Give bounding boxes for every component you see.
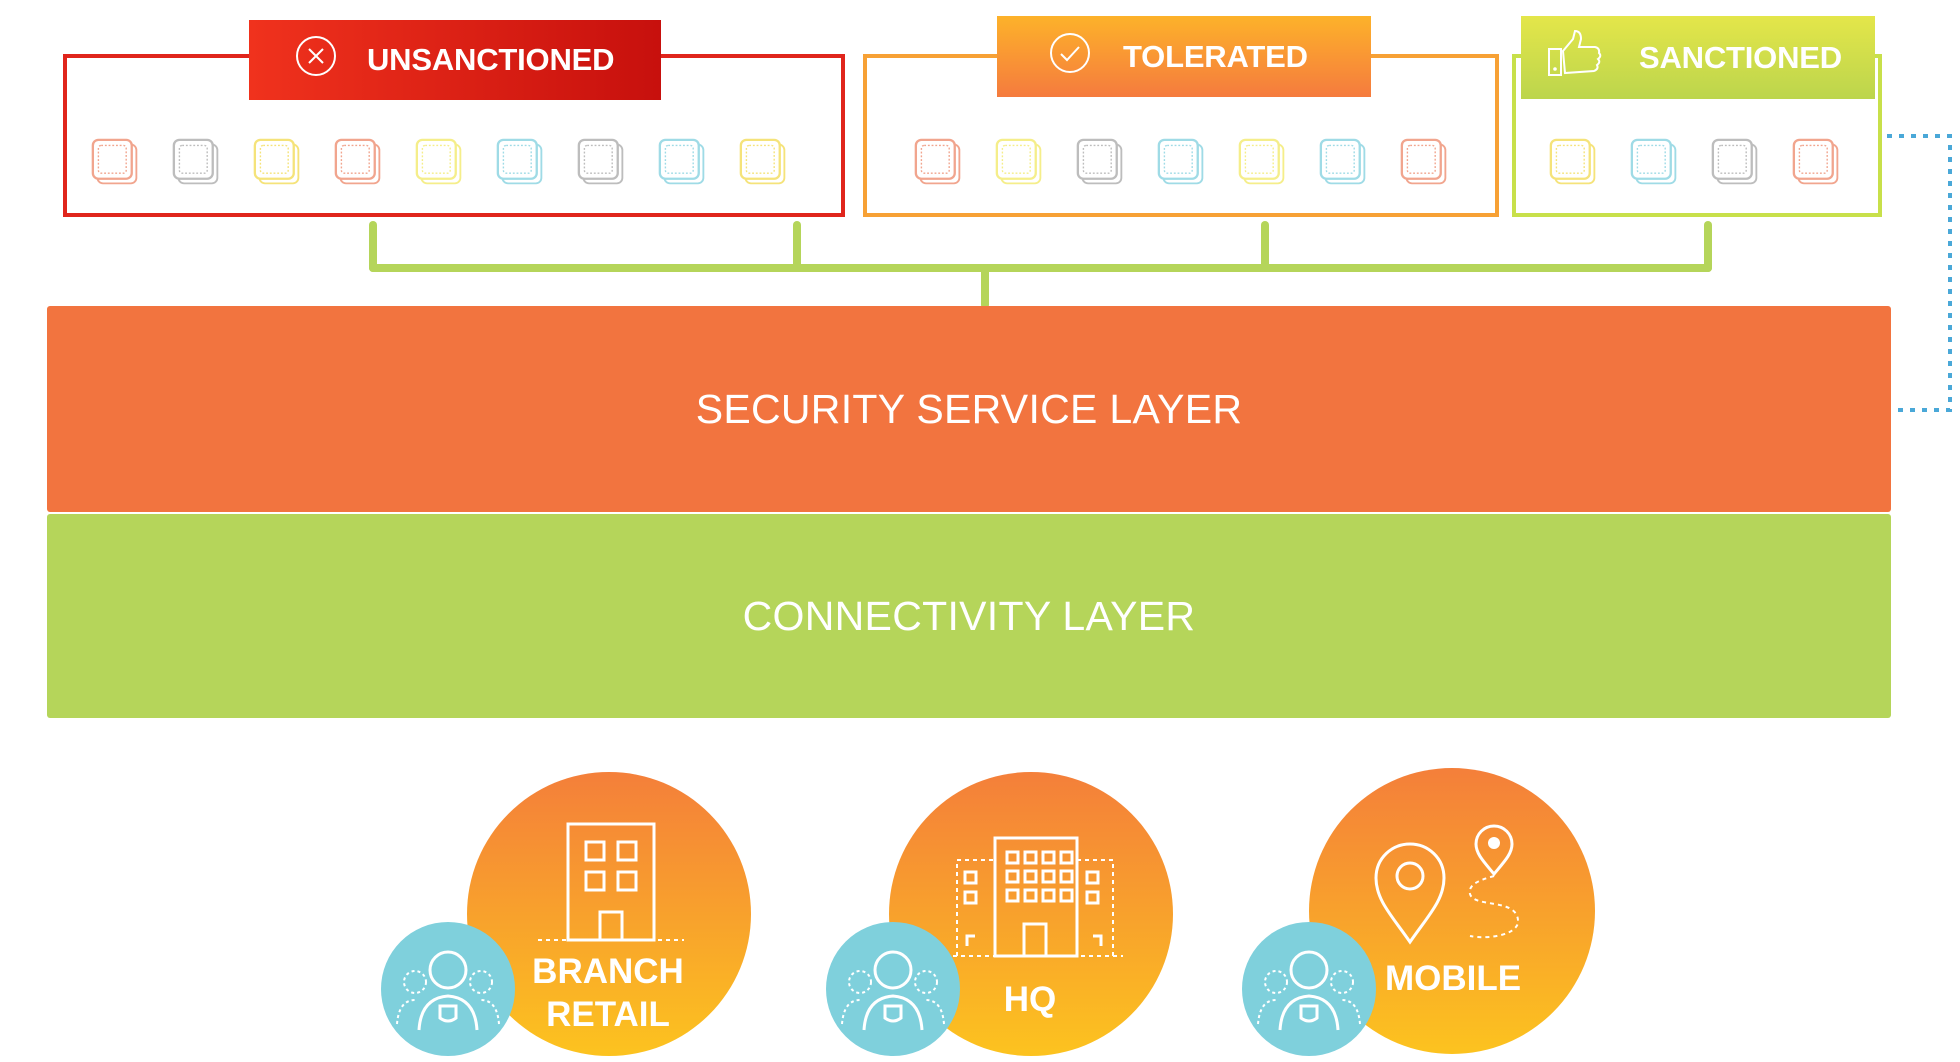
app-icon: [91, 138, 138, 185]
app-icon: [1238, 138, 1285, 185]
user-group-icon: [1257, 950, 1361, 1031]
mobile-label-line-1: MOBILE: [1384, 959, 1522, 998]
unsanctioned-tab: UNSANCTIONED: [249, 20, 661, 100]
app-icon: [253, 138, 300, 185]
app-icon: [577, 138, 624, 185]
security-layer-label: SECURITY SERVICE LAYER: [695, 385, 1243, 432]
dotted-connector: [1887, 134, 1952, 412]
tolerated-label: TOLERATED: [1123, 38, 1308, 74]
map-pin-route-icon: [1374, 824, 1520, 945]
app-icon: [415, 138, 462, 185]
sanctioned-label: SANCTIONED: [1639, 39, 1842, 75]
sanctioned-tab: SANCTIONED: [1521, 16, 1875, 99]
app-icon: [1076, 138, 1123, 185]
branch-label-line-1: BRANCH: [532, 952, 684, 991]
hq-label: HQ: [980, 978, 1080, 1021]
app-icon: [1711, 138, 1758, 185]
app-icon: [1400, 138, 1447, 185]
connectivity-layer: CONNECTIVITY LAYER: [47, 514, 1891, 718]
app-icon: [1319, 138, 1366, 185]
check-circle-icon: [1049, 32, 1091, 82]
app-icon: [995, 138, 1042, 185]
app-icon: [914, 138, 961, 185]
branch-label-line-2: RETAIL: [546, 995, 670, 1034]
app-icon: [1630, 138, 1677, 185]
tolerated-tab: TOLERATED: [997, 16, 1371, 97]
sanctioned-app-icons: [1512, 54, 1882, 217]
user-group-icon: [396, 950, 500, 1031]
unsanctioned-app-icons: [63, 54, 845, 217]
app-icon: [1549, 138, 1596, 185]
thumbs-up-icon: [1547, 29, 1603, 87]
branch-retail-label: BRANCH RETAIL: [530, 950, 686, 1036]
security-service-layer: SECURITY SERVICE LAYER: [47, 306, 1891, 512]
user-group-icon: [841, 950, 945, 1031]
x-circle-icon: [295, 35, 337, 85]
connectivity-layer-label: CONNECTIVITY LAYER: [742, 592, 1196, 639]
app-icon: [658, 138, 705, 185]
building-icon: [538, 822, 684, 942]
office-building-icon: [953, 836, 1123, 958]
app-icon: [496, 138, 543, 185]
unsanctioned-label: UNSANCTIONED: [367, 42, 615, 77]
hq-label-line-1: HQ: [1003, 980, 1057, 1019]
app-icon: [1792, 138, 1839, 185]
app-icon: [334, 138, 381, 185]
app-icon: [1157, 138, 1204, 185]
tolerated-app-icons: [863, 54, 1499, 217]
app-icon: [739, 138, 786, 185]
app-icon: [172, 138, 219, 185]
mobile-label: MOBILE: [1380, 957, 1526, 1000]
branch-retail-circle: [467, 772, 751, 1056]
